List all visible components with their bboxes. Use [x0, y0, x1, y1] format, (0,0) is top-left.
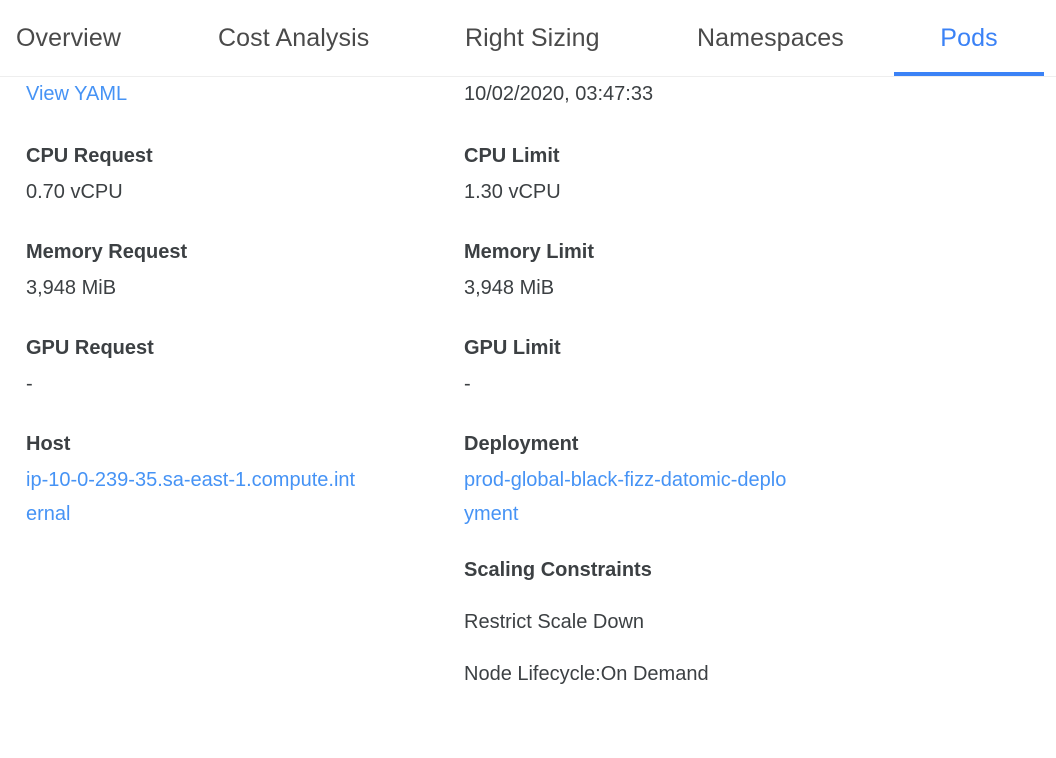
cpu-request-value: 0.70 vCPU	[26, 181, 123, 203]
host-label: Host	[26, 433, 71, 455]
memory-request-value: 3,948 MiB	[26, 277, 117, 299]
memory-limit-value: 3,948 MiB	[464, 277, 555, 299]
field-cpu-request: CPU Request 0.70 vCPU	[26, 141, 446, 209]
view-yaml-link[interactable]: View YAML	[26, 83, 128, 105]
tab-bar: Overview Cost Analysis Right Sizing Name…	[0, 0, 1056, 77]
gpu-request-label: GPU Request	[26, 337, 154, 359]
pod-timestamp: 10/02/2020, 03:47:33	[464, 83, 654, 105]
field-gpu-limit: GPU Limit -	[464, 333, 884, 401]
tab-pods[interactable]: Pods	[894, 0, 1044, 76]
gpu-request-value: -	[26, 373, 33, 395]
field-memory-request: Memory Request 3,948 MiB	[26, 237, 446, 305]
view-yaml-row: View YAML	[26, 77, 446, 111]
field-memory-limit: Memory Limit 3,948 MiB	[464, 237, 884, 305]
memory-request-label: Memory Request	[26, 241, 188, 263]
tab-cost-analysis[interactable]: Cost Analysis	[218, 0, 369, 76]
tab-overview-label: Overview	[16, 23, 121, 52]
tab-namespaces[interactable]: Namespaces	[697, 0, 844, 76]
pod-details-panel: View YAML CPU Request 0.70 vCPU Memory R…	[0, 77, 1056, 758]
constraint-restrict-scale-down: Restrict Scale Down	[464, 611, 645, 633]
field-host: Host ip-10-0-239-35.sa-east-1.compute.in…	[26, 429, 446, 531]
cpu-limit-value: 1.30 vCPU	[464, 181, 561, 203]
field-gpu-request: GPU Request -	[26, 333, 446, 401]
field-cpu-limit: CPU Limit 1.30 vCPU	[464, 141, 884, 209]
host-link[interactable]: ip-10-0-239-35.sa-east-1.compute.interna…	[26, 469, 356, 525]
cpu-limit-label: CPU Limit	[464, 145, 560, 167]
tab-cost-analysis-label: Cost Analysis	[218, 23, 370, 52]
constraint-node-lifecycle: Node Lifecycle:On Demand	[464, 663, 709, 685]
memory-limit-label: Memory Limit	[464, 241, 595, 263]
deployment-link[interactable]: prod-global-black-fizz-datomic-deploymen…	[464, 469, 787, 525]
gpu-limit-label: GPU Limit	[464, 337, 561, 359]
tab-overview[interactable]: Overview	[16, 0, 121, 76]
pod-details-left-column: View YAML CPU Request 0.70 vCPU Memory R…	[26, 77, 446, 559]
scaling-constraints-title: Scaling Constraints	[464, 559, 652, 581]
tab-right-sizing[interactable]: Right Sizing	[465, 0, 600, 76]
tab-right-sizing-label: Right Sizing	[465, 23, 600, 52]
cpu-request-label: CPU Request	[26, 145, 153, 167]
tab-pods-label: Pods	[940, 23, 998, 52]
field-deployment: Deployment prod-global-black-fizz-datomi…	[464, 429, 884, 531]
deployment-label: Deployment	[464, 433, 579, 455]
tab-namespaces-label: Namespaces	[697, 23, 844, 52]
pod-details-right-column: 10/02/2020, 03:47:33 CPU Limit 1.30 vCPU…	[464, 77, 884, 711]
gpu-limit-value: -	[464, 373, 471, 395]
